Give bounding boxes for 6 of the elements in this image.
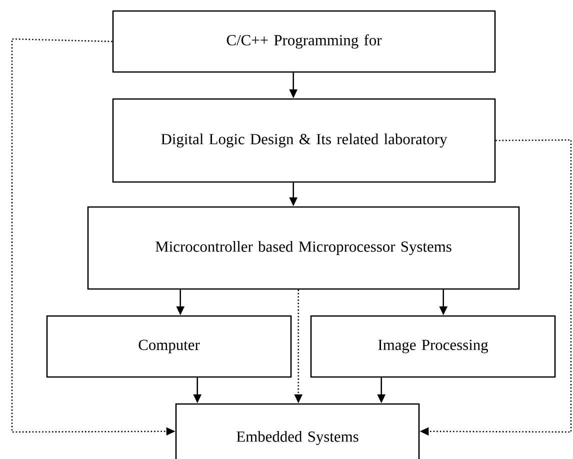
course-box: Microcontroller based Microprocessor Systems: [87, 206, 520, 290]
course-box: Digital Logic Design & Its related laboratory: [112, 98, 496, 183]
course-box: Embedded Systems: [175, 403, 420, 459]
course-box: Image Processing: [310, 315, 556, 378]
course-box: C/C++ Programming for: [112, 10, 496, 73]
course-box: Computer: [46, 315, 292, 378]
